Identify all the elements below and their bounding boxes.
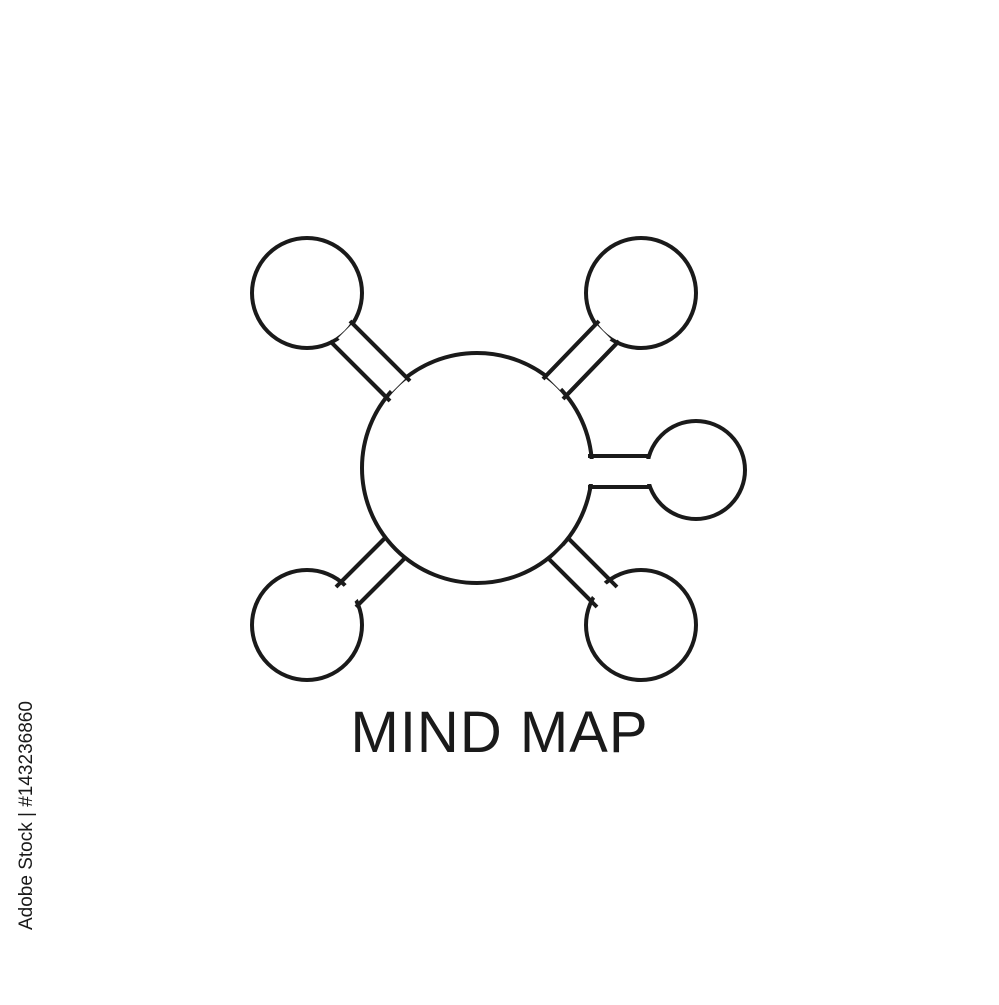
stock-id-label: Adobe Stock | #143236860 [16,701,37,930]
node-bottom-left [250,568,364,682]
node-top-right [584,236,698,350]
node-top-left [250,236,364,350]
caption-title: MIND MAP [350,700,649,765]
node-bottom-right [584,568,698,682]
node-right [645,419,747,521]
